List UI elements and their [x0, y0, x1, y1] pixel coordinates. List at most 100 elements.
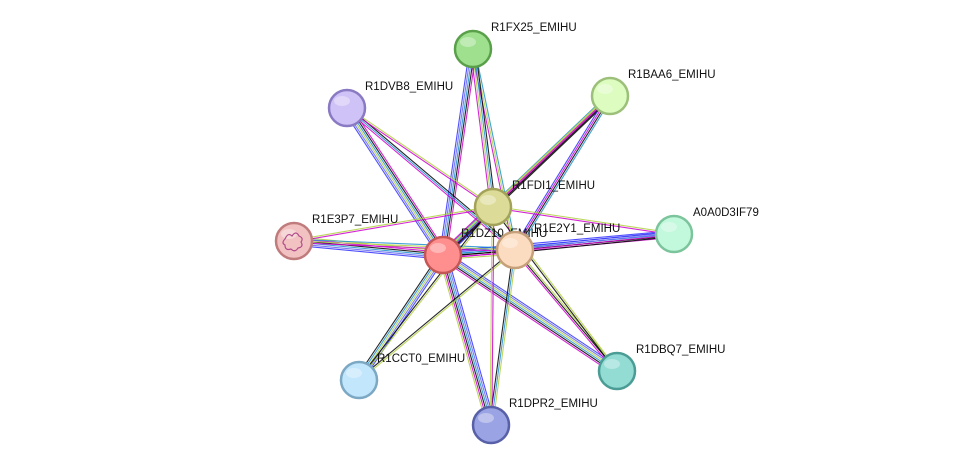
edge-evidence-line [439, 48, 471, 255]
edge-r1e2y1-emihu-r1e3p7-emihu [293, 238, 516, 253]
node-circle[interactable] [339, 360, 379, 400]
node-circle[interactable] [423, 235, 463, 275]
node-label: A0A0D3IF79 [693, 207, 759, 219]
edge-evidence-line [492, 250, 518, 426]
node-label: R1CCT0_EMIHU [377, 353, 465, 365]
edge-layer [293, 48, 675, 427]
node-circle[interactable] [590, 76, 630, 116]
edge-evidence-line [293, 244, 443, 260]
node-circle[interactable] [597, 351, 637, 391]
edge-r1fdi1-emihu-r1e3p7-emihu [293, 205, 494, 243]
node-label: R1DPR2_EMIHU [509, 398, 598, 410]
edge-evidence-line [293, 242, 515, 253]
edge-evidence-line [347, 107, 445, 255]
node-circle[interactable] [495, 230, 535, 270]
node-r1fx25-emihu[interactable]: R1FX25_EMIHU [453, 22, 577, 69]
edge-r1e2y1-emihu-r1dpr2-emihu [488, 249, 518, 426]
node-circle[interactable] [453, 29, 493, 69]
edge-evidence-line [442, 48, 474, 256]
edge-evidence-line [361, 256, 447, 383]
node-r1dvb8-emihu[interactable]: R1DVB8_EMIHU [327, 81, 453, 128]
node-a0a0d3if79[interactable]: A0A0D3IF79 [654, 207, 759, 254]
edge-evidence-line [515, 235, 675, 254]
node-highlight [480, 195, 496, 205]
edge-evidence-line [488, 249, 514, 425]
edge-evidence-line [443, 96, 611, 257]
node-label: R1E2Y1_EMIHU [534, 223, 620, 235]
node-highlight [430, 243, 446, 253]
node-highlight [478, 413, 494, 423]
edge-evidence-line [514, 232, 674, 250]
protein-structure-icon [282, 232, 303, 252]
node-r1dbq7-emihu[interactable]: R1DBQ7_EMIHU [597, 344, 725, 391]
edge-evidence-line [346, 108, 493, 209]
edge-evidence-line [491, 94, 610, 207]
node-circle[interactable] [471, 405, 511, 445]
edge-evidence-line [442, 94, 610, 255]
edge-r1dz10-emihu-r1fx25-emihu [439, 48, 477, 256]
edge-evidence-line [473, 48, 495, 207]
edge-evidence-line [441, 255, 491, 426]
node-highlight [346, 368, 362, 378]
edge-r1dz10-emihu-r1dvb8-emihu [342, 105, 448, 258]
node-layer: R1FX25_EMIHU R1BAA6_EMIHU R1DVB8_EMIHU R1FD… [274, 22, 759, 445]
edge-evidence-line [446, 253, 496, 424]
edge-evidence-line [440, 48, 472, 255]
edge-r1fdi1-emihu-a0a0d3if79 [492, 205, 675, 236]
edge-evidence-line [471, 49, 493, 208]
node-r1e3p7-emihu[interactable]: R1E3P7_EMIHU [274, 214, 398, 261]
node-circle[interactable] [274, 221, 314, 261]
edge-evidence-line [438, 256, 488, 427]
node-label: R1FDI1_EMIHU [512, 180, 595, 192]
edge-r1fdi1-emihu-r1dvb8-emihu [346, 106, 494, 209]
node-r1cct0-emihu[interactable]: R1CCT0_EMIHU [339, 353, 465, 400]
edge-evidence-line [359, 250, 516, 382]
edge-r1dz10-emihu-r1dbq7-emihu [440, 251, 620, 375]
node-highlight [661, 222, 677, 232]
node-label: R1BAA6_EMIHU [628, 69, 716, 81]
edge-r1dz10-emihu-r1baa6-emihu [440, 93, 613, 258]
node-highlight [502, 238, 518, 248]
edge-r1fdi1-emihu-r1cct0-emihu [357, 206, 495, 381]
edge-evidence-line [514, 230, 674, 249]
node-r1fdi1-emihu[interactable]: R1FDI1_EMIHU [473, 180, 595, 227]
node-r1baa6-emihu[interactable]: R1BAA6_EMIHU [590, 69, 716, 116]
edge-evidence-line [440, 255, 490, 426]
edge-evidence-line [492, 95, 611, 208]
edge-evidence-line [293, 242, 443, 259]
edge-evidence-line [469, 49, 492, 208]
edge-evidence-line [346, 107, 516, 251]
edge-evidence-line [442, 255, 617, 373]
edge-evidence-line [445, 251, 620, 368]
edge-evidence-line [293, 205, 493, 241]
edge-evidence-line [355, 252, 441, 379]
edge-evidence-line [493, 96, 612, 209]
edge-evidence-line [344, 109, 442, 257]
edge-evidence-line [512, 94, 609, 249]
edge-r1fdi1-emihu-r1baa6-emihu [491, 94, 612, 209]
node-highlight [604, 359, 620, 369]
node-circle[interactable] [654, 214, 694, 254]
node-label: R1DVB8_EMIHU [365, 81, 453, 93]
edge-r1dz10-emihu-r1cct0-emihu [355, 252, 447, 383]
edge-evidence-line [357, 253, 443, 380]
node-circle[interactable] [473, 187, 513, 227]
node-label: R1DBQ7_EMIHU [636, 344, 725, 356]
edge-evidence-line [474, 48, 497, 207]
edge-evidence-line [516, 97, 613, 252]
node-r1dpr2-emihu[interactable]: R1DPR2_EMIHU [471, 398, 598, 445]
node-circle[interactable] [327, 88, 367, 128]
edge-r1e2y1-emihu-a0a0d3if79 [514, 230, 675, 254]
edge-evidence-line [440, 93, 609, 254]
node-highlight [460, 37, 476, 47]
edge-evidence-line [357, 206, 493, 380]
edge-evidence-line [342, 110, 440, 258]
node-r1e2y1-emihu[interactable]: R1E2Y1_EMIHU [495, 223, 620, 270]
edge-evidence-line [345, 108, 515, 252]
edge-evidence-line [358, 254, 444, 381]
edge-evidence-line [441, 256, 616, 374]
edge-r1e2y1-emihu-r1baa6-emihu [512, 94, 613, 252]
edge-evidence-line [493, 205, 675, 234]
edge-evidence-line [515, 234, 675, 252]
